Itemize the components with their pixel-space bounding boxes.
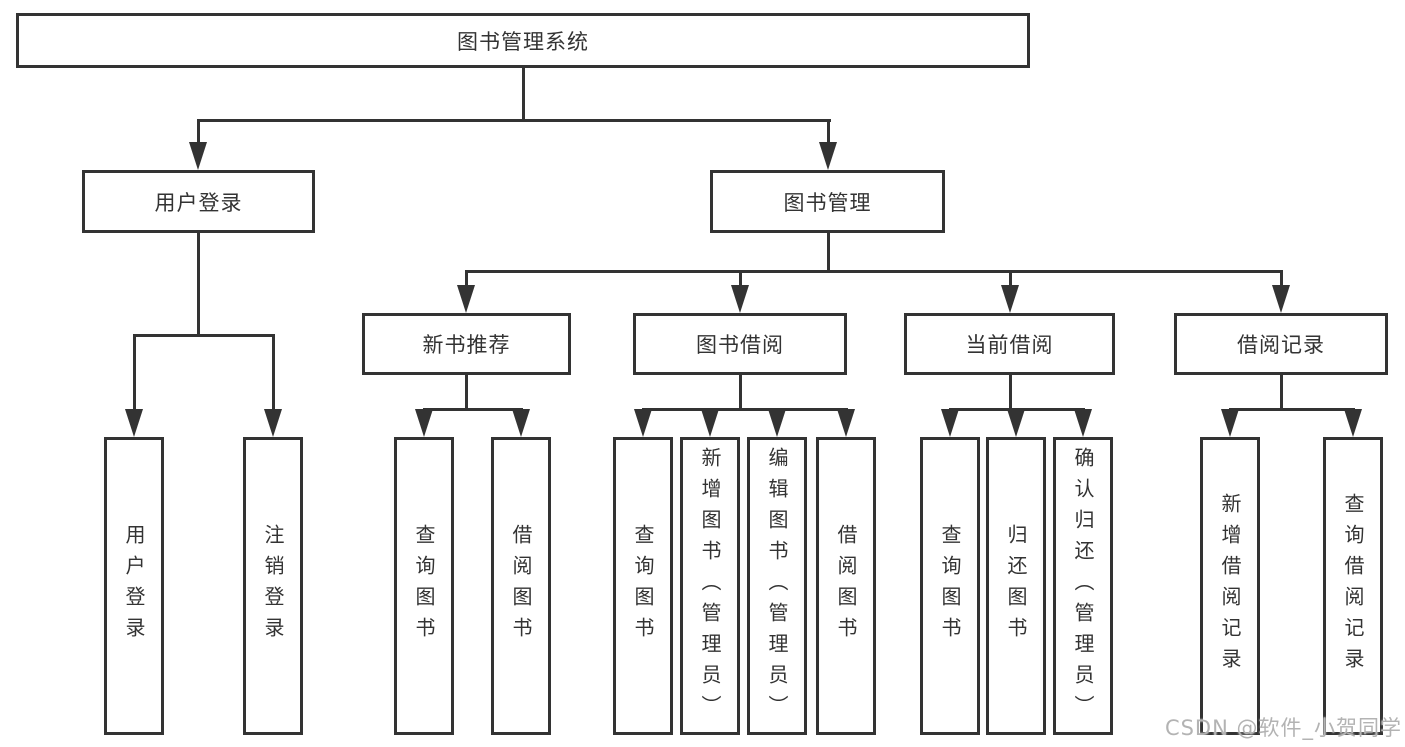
leaf-query-books-borrow-label: 查询图书: [631, 524, 655, 648]
leaf-confirm-return-admin-label: 确认归还（管理员）: [1071, 446, 1095, 726]
connector-line: [826, 119, 830, 149]
arrow-down-icon: [819, 142, 837, 170]
arrow-down-icon: [457, 285, 475, 313]
leaf-add-borrow-record: 新增借阅记录: [1200, 437, 1260, 735]
arrow-down-icon: [415, 409, 433, 437]
arrow-down-icon: [1221, 409, 1239, 437]
leaf-edit-books-admin-label: 编辑图书（管理员）: [765, 446, 789, 726]
leaf-borrow-books-recommend-label: 借阅图书: [509, 524, 533, 648]
arrow-down-icon: [512, 409, 530, 437]
connector-line: [196, 119, 200, 149]
node-current-borrow: 当前借阅: [904, 313, 1115, 375]
leaf-query-books-current-label: 查询图书: [938, 524, 962, 648]
connector-line: [738, 270, 742, 288]
connector-line: [422, 408, 523, 411]
leaf-logout: 注销登录: [243, 437, 303, 735]
node-book-borrow: 图书借阅: [633, 313, 847, 375]
connector-line: [196, 233, 200, 337]
leaf-add-books-admin-label: 新增图书（管理员）: [698, 446, 722, 726]
connector-line: [1008, 270, 1012, 288]
node-root: 图书管理系统: [16, 13, 1030, 68]
leaf-borrow-books: 借阅图书: [816, 437, 876, 735]
connector-line: [1279, 375, 1283, 410]
arrow-down-icon: [1001, 285, 1019, 313]
connector-line: [271, 334, 275, 412]
connector-line: [464, 375, 468, 410]
connector-line: [464, 270, 468, 288]
arrow-down-icon: [264, 409, 282, 437]
connector-line: [132, 334, 136, 412]
arrow-down-icon: [768, 409, 786, 437]
watermark: CSDN @软件_小贺同学: [1164, 716, 1402, 740]
leaf-confirm-return-admin: 确认归还（管理员）: [1053, 437, 1113, 735]
leaf-borrow-books-label: 借阅图书: [834, 524, 858, 648]
connector-line: [1008, 375, 1012, 410]
arrow-down-icon: [1074, 409, 1092, 437]
connector-line: [641, 408, 848, 411]
connector-line: [521, 68, 525, 122]
node-book-borrow-label: 图书借阅: [696, 333, 784, 357]
connector-line: [464, 270, 1283, 273]
leaf-query-borrow-record-label: 查询借阅记录: [1341, 493, 1365, 679]
arrow-down-icon: [701, 409, 719, 437]
connector-line: [826, 233, 830, 273]
leaf-query-borrow-record: 查询借阅记录: [1323, 437, 1383, 735]
leaf-logout-label: 注销登录: [261, 524, 285, 648]
node-borrow-records-label: 借阅记录: [1237, 333, 1325, 357]
leaf-query-books-borrow: 查询图书: [613, 437, 673, 735]
leaf-query-books-recommend-label: 查询图书: [412, 524, 436, 648]
connector-line: [1228, 408, 1355, 411]
leaf-return-books-label: 归还图书: [1004, 524, 1028, 648]
leaf-query-books-current: 查询图书: [920, 437, 980, 735]
arrow-down-icon: [731, 285, 749, 313]
node-new-book-recommend: 新书推荐: [362, 313, 571, 375]
leaf-edit-books-admin: 编辑图书（管理员）: [747, 437, 807, 735]
leaf-user-login-label: 用户登录: [122, 524, 146, 648]
leaf-return-books: 归还图书: [986, 437, 1046, 735]
leaf-add-books-admin: 新增图书（管理员）: [680, 437, 740, 735]
connector-line: [197, 119, 831, 122]
arrow-down-icon: [941, 409, 959, 437]
leaf-add-borrow-record-label: 新增借阅记录: [1218, 493, 1242, 679]
arrow-down-icon: [634, 409, 652, 437]
node-book-management-label: 图书管理: [783, 190, 872, 215]
arrow-down-icon: [1344, 409, 1362, 437]
arrow-down-icon: [189, 142, 207, 170]
arrow-down-icon: [1272, 285, 1290, 313]
connector-line: [1279, 270, 1283, 288]
node-current-borrow-label: 当前借阅: [965, 333, 1054, 357]
node-book-management: 图书管理: [710, 170, 945, 233]
arrow-down-icon: [1007, 409, 1025, 437]
node-root-label: 图书管理系统: [457, 29, 589, 54]
node-new-book-recommend-label: 新书推荐: [422, 333, 511, 357]
node-borrow-records: 借阅记录: [1174, 313, 1388, 375]
node-user-login-label: 用户登录: [154, 190, 243, 215]
node-user-login: 用户登录: [82, 170, 315, 233]
leaf-user-login: 用户登录: [104, 437, 164, 735]
connector-line: [132, 334, 275, 337]
connector-line: [738, 375, 742, 410]
arrow-down-icon: [837, 409, 855, 437]
leaf-borrow-books-recommend: 借阅图书: [491, 437, 551, 735]
arrow-down-icon: [125, 409, 143, 437]
leaf-query-books-recommend: 查询图书: [394, 437, 454, 735]
